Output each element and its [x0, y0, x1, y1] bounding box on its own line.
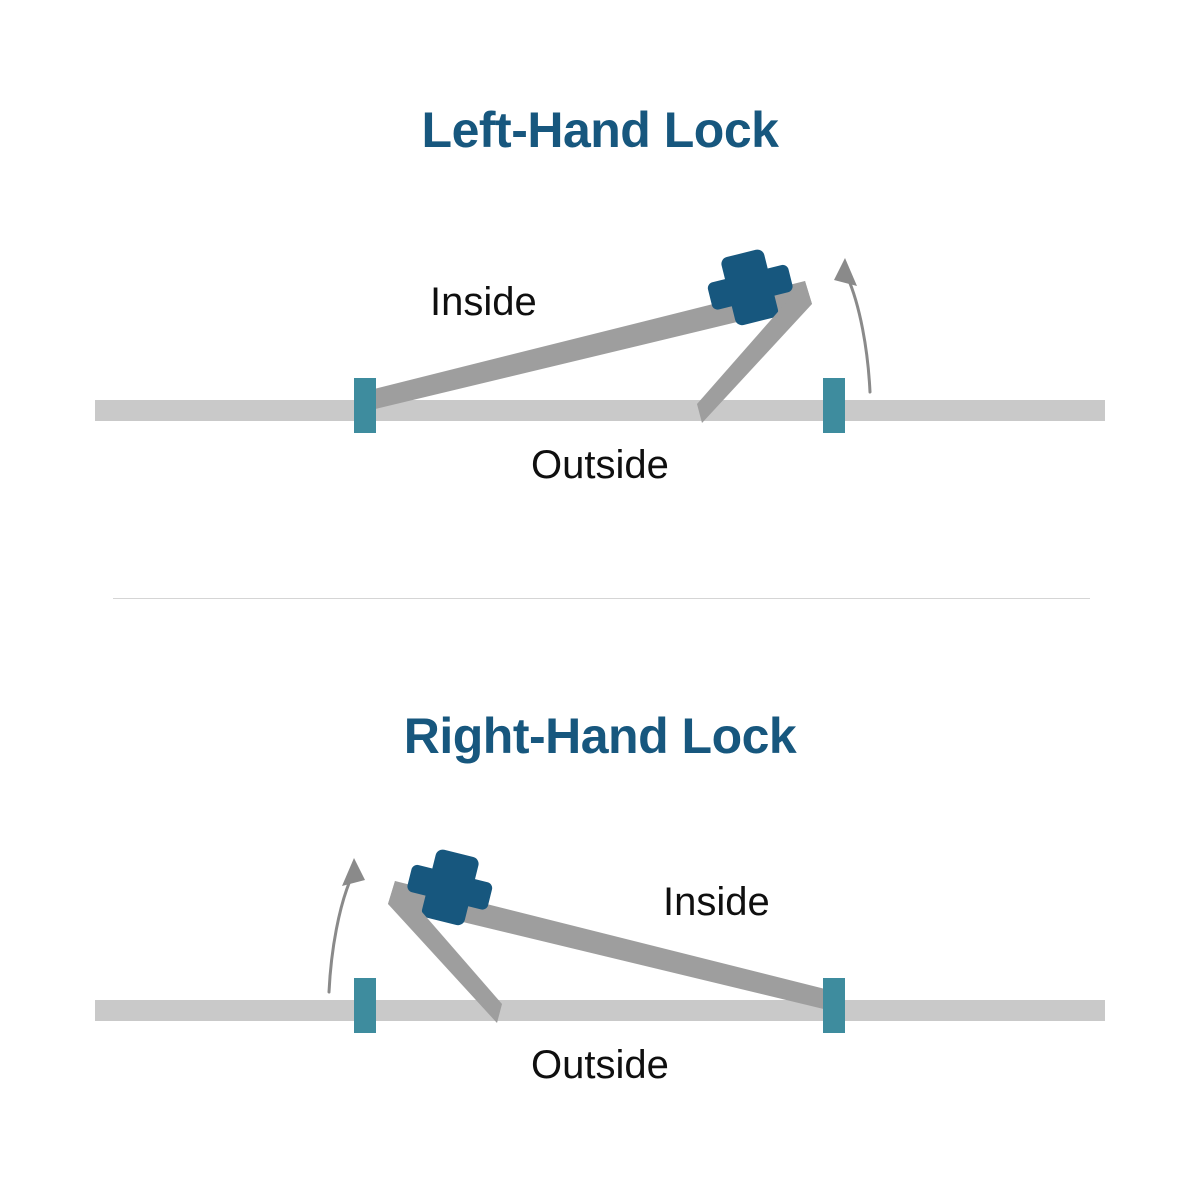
label-outside: Outside — [531, 443, 669, 487]
swing-direction-arrow-icon — [327, 858, 365, 994]
wall-bar-left-segment — [95, 400, 360, 421]
label-inside: Inside — [430, 280, 537, 324]
section-divider — [113, 598, 1090, 599]
swing-direction-arrow-icon — [834, 258, 872, 394]
hinge-post-pivot — [354, 378, 376, 433]
left-hand-lock-illustration: Inside Outside — [95, 249, 1105, 487]
wall-bar-right-segment — [838, 1000, 1105, 1021]
door-panel — [358, 281, 812, 412]
label-inside: Inside — [663, 880, 770, 924]
hinge-post-strike — [823, 378, 845, 433]
section-right-hand-lock: Right-Hand Lock Insi — [0, 600, 1200, 1200]
wall-bar-left-segment — [95, 1000, 360, 1021]
door-panel — [388, 881, 841, 1012]
lock-icon — [707, 249, 793, 326]
label-outside: Outside — [531, 1043, 669, 1087]
hinge-post-strike — [354, 978, 376, 1033]
section-left-hand-lock: Left-Hand Lock Insid — [95, 102, 1105, 487]
page-title-left-hand-lock: Left-Hand Lock — [421, 102, 779, 158]
wall-bar-right-segment — [838, 400, 1105, 421]
page-title-right-hand-lock: Right-Hand Lock — [403, 708, 797, 764]
door-panel-overlay — [697, 281, 812, 423]
right-hand-lock-illustration: Inside Outside — [95, 849, 1105, 1087]
door-panel-overlay — [388, 881, 502, 1023]
hinge-post-pivot — [823, 978, 845, 1033]
wall-bar-middle-segment — [370, 400, 825, 421]
wall-bar-middle-segment — [370, 1000, 825, 1021]
lock-icon — [407, 849, 493, 926]
